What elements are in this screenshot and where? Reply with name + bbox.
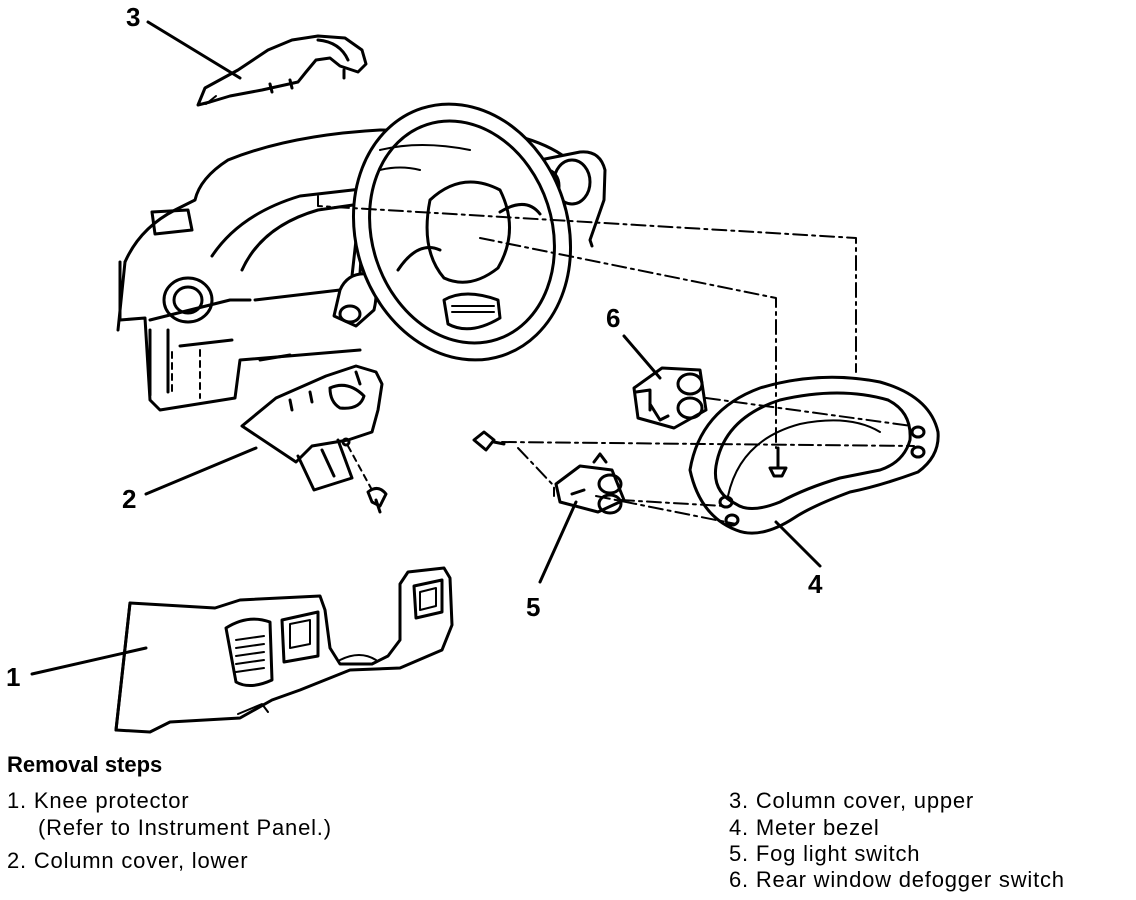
callout-3-leader — [146, 20, 242, 80]
callout-4-leader — [774, 520, 822, 568]
removal-step-item: 2. Column cover, lower — [7, 848, 249, 873]
removal-step-item: 5. Fog light switch — [729, 841, 921, 866]
knee-protector — [114, 566, 454, 734]
callout-1-leader — [30, 646, 148, 676]
callout-6-leader — [622, 334, 662, 380]
exploded-view-diagram — [30, 20, 940, 734]
fog-light-switch — [554, 452, 626, 515]
callout-number-4: 4 — [808, 569, 823, 599]
screw — [347, 445, 388, 514]
callout-5-leader — [538, 500, 578, 584]
column-cover-upper — [196, 34, 368, 107]
removal-step-note: (Refer to Instrument Panel.) — [38, 815, 332, 840]
instrument-panel — [116, 128, 607, 412]
steering-wheel — [351, 102, 573, 362]
removal-step-item: 6. Rear window defogger switch — [729, 867, 1065, 892]
callout-number-3: 3 — [126, 2, 141, 32]
removal-step-item: 1. Knee protector — [7, 788, 190, 813]
screw — [472, 430, 506, 452]
meter-bezel — [688, 375, 940, 535]
removal-step-item: 3. Column cover, upper — [729, 788, 975, 813]
removal-steps-title: Removal steps — [7, 752, 163, 777]
callout-2-leader — [144, 446, 258, 496]
removal-step-item: 4. Meter bezel — [729, 815, 880, 840]
callout-number-6: 6 — [606, 303, 621, 333]
callout-number-5: 5 — [526, 592, 541, 622]
callout-number-2: 2 — [122, 484, 137, 514]
rear-window-defogger-switch — [632, 366, 708, 430]
column-cover-lower — [240, 364, 384, 492]
callout-number-1: 1 — [6, 662, 21, 692]
alignment-lines — [317, 195, 915, 525]
